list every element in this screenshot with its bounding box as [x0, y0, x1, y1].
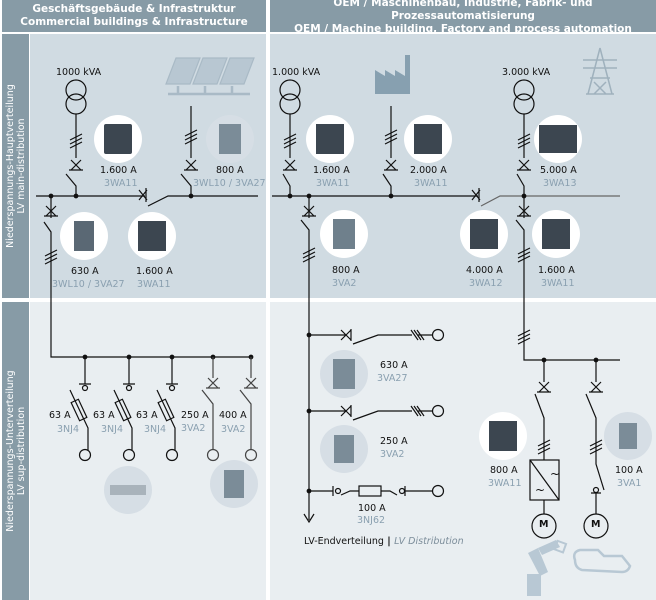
device-current: 1.600 A: [100, 165, 137, 176]
device-type: 3NJ4: [101, 424, 123, 435]
motor-icon-1: [531, 513, 557, 539]
factory-icon: [375, 55, 410, 94]
product-image-3wa11: [128, 212, 176, 260]
product-image-3wl10: [60, 212, 108, 260]
header-oem-de: OEM / Maschinenbau, Industrie, Fabrik- u…: [333, 0, 593, 22]
motor-icon-2: [583, 513, 609, 539]
device-type: 3WA11: [137, 279, 171, 290]
device-current: 800 A: [216, 165, 244, 176]
power-pylon-icon: [583, 47, 617, 95]
device-current: 63 A: [136, 410, 158, 421]
product-image-3wa11: [479, 412, 527, 460]
transformer-rating: 3.000 kVA: [502, 67, 551, 78]
product-image-3wa11: [94, 115, 142, 163]
header-oem-en: OEM / Machine building, Factory and proc…: [294, 22, 632, 35]
device-current: 800 A: [490, 465, 518, 476]
device-current: 100 A: [615, 465, 643, 476]
panel-sub-commercial: [30, 302, 266, 600]
device-type: 3WA11: [414, 178, 448, 189]
device-current: 63 A: [49, 410, 71, 421]
lv-distribution-caption: LV-Endverteilung | LV Distribution: [304, 536, 464, 548]
device-current: 630 A: [71, 266, 99, 277]
device-current: 4.000 A: [466, 265, 503, 276]
product-image-3nj4: [104, 466, 152, 514]
device-type: 3WA11: [316, 178, 350, 189]
header-commercial: Geschäftsgebäude & Infrastruktur Commerc…: [2, 0, 266, 32]
product-image-3va27: [206, 115, 254, 163]
device-current: 2.000 A: [410, 165, 447, 176]
robot-arm-icon: [527, 539, 568, 596]
device-current: 100 A: [358, 503, 386, 514]
row-label-sub: Niederspannungs-Unterverteilung LV sup-d…: [2, 302, 29, 600]
device-type: 3WL10 / 3VA27: [193, 178, 266, 189]
device-type: 3VA2: [181, 423, 206, 434]
motor-label-1: M: [539, 519, 549, 530]
breaker-feeders: [201, 357, 258, 462]
transformer-rating: 1000 kVA: [56, 67, 102, 78]
header-commercial-en: Commercial buildings & Infrastructure: [20, 16, 248, 28]
device-current: 63 A: [93, 410, 115, 421]
caption-de: LV-Endverteilung: [304, 536, 384, 547]
product-image-3va27: [320, 350, 368, 398]
device-current: 800 A: [332, 265, 360, 276]
header-oem: OEM / Maschinenbau, Industrie, Fabrik- u…: [270, 0, 656, 35]
transformer-rating: 1.000 kVA: [272, 67, 321, 78]
device-type: 3NJ4: [57, 424, 79, 435]
header-commercial-de: Geschäftsgebäude & Infrastruktur: [32, 3, 236, 15]
device-type: 3VA2: [380, 449, 405, 460]
fuse-feeders: [69, 357, 179, 462]
transformer-icon: [65, 79, 87, 101]
device-current: 5.000 A: [540, 165, 577, 176]
device-type: 3NJ62: [357, 515, 386, 526]
product-image-3va2: [320, 210, 368, 258]
product-image-3wa12: [460, 210, 508, 258]
device-current: 630 A: [380, 360, 408, 371]
device-type: 3WL10 / 3VA27: [52, 279, 125, 290]
device-current: 1.600 A: [313, 165, 350, 176]
svg-text:~: ~: [535, 483, 545, 497]
device-type: 3VA27: [377, 373, 408, 384]
device-current: 1.600 A: [538, 265, 575, 276]
product-image-3wa11: [404, 115, 452, 163]
caption-en: LV Distribution: [394, 536, 464, 547]
caption-separator: |: [383, 536, 395, 547]
motor-label-2: M: [591, 519, 601, 530]
product-image-3wa11: [306, 115, 354, 163]
row-label-main: Niederspannungs-Hauptverteilung LV main-…: [2, 34, 29, 298]
device-type: 3VA1: [617, 478, 642, 489]
svg-text:~: ~: [550, 467, 560, 481]
conveyor-icon: [572, 548, 632, 574]
device-type: 3WA11: [488, 478, 522, 489]
product-image-3wa13: [534, 115, 582, 163]
device-current: 400 A: [219, 410, 247, 421]
device-type: 3VA2: [221, 424, 246, 435]
device-type: 3VA2: [332, 278, 357, 289]
device-type: 3NJ4: [144, 424, 166, 435]
device-current: 1.600 A: [136, 266, 173, 277]
device-type: 3WA13: [543, 178, 577, 189]
device-type: 3WA12: [469, 278, 503, 289]
product-image-3wa11: [532, 210, 580, 258]
product-image-3va1: [604, 412, 652, 460]
product-image-3va2: [320, 425, 368, 473]
product-image-3va2: [210, 460, 258, 508]
solar-panel-icon: [165, 57, 255, 96]
device-current: 250 A: [181, 410, 209, 421]
device-current: 250 A: [380, 436, 408, 447]
device-type: 3WA11: [541, 278, 575, 289]
device-type: 3WA11: [104, 178, 138, 189]
